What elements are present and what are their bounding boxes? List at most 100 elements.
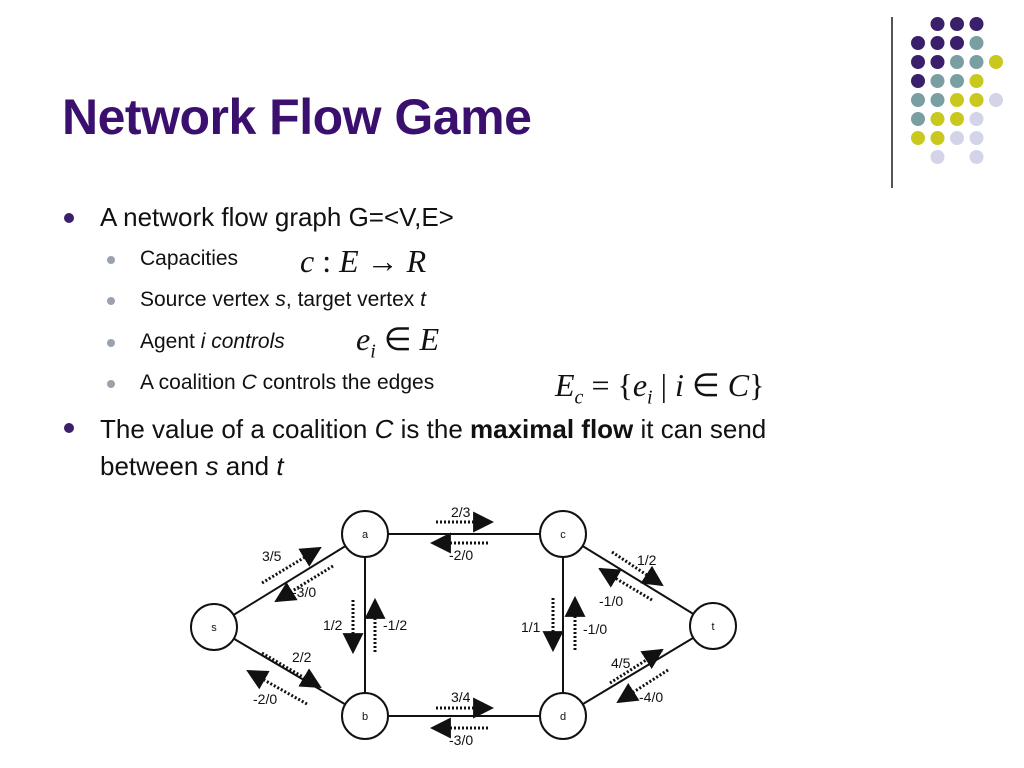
agent-i-controls: i controls: [200, 330, 285, 353]
decorative-dot: [911, 36, 925, 50]
bullet-graph-definition: A network flow graph G=<V,E>: [100, 202, 454, 232]
formula-cap-arrow: →: [358, 243, 407, 279]
sub-bullet-capacities: Capacities: [140, 247, 239, 270]
label-b-d-forward: 3/4: [451, 689, 471, 705]
decorative-dot: [911, 74, 925, 88]
coalition-post: controls the edges: [256, 371, 435, 394]
formula-coal-c: c: [574, 386, 584, 409]
formula-coal-in: ∈: [683, 367, 728, 403]
node-d-label: d: [560, 711, 566, 723]
flow-arrow-c-t-forward: [611, 550, 664, 587]
decorative-dot: [930, 131, 945, 145]
flow-arrow-s-a-forward: [261, 546, 322, 585]
formula-agent-i: i: [370, 340, 376, 363]
decorative-dot: [930, 93, 945, 107]
flow-arrow-d-t-back: [616, 668, 669, 704]
label-s-b-back: -2/0: [253, 691, 277, 707]
flow-arrow-s-b-back: [246, 669, 308, 706]
label-c-t-forward: 1/2: [637, 552, 657, 568]
flow-arrow-s-b-forward: [261, 651, 322, 689]
decorative-dot: [969, 36, 984, 50]
slide-title: Network Flow Game: [62, 89, 532, 145]
node-t-label: t: [711, 621, 714, 633]
decorative-dot: [930, 150, 945, 164]
decorative-dot: [950, 93, 964, 107]
sub-bullet-coalition: A coalition C controls the edges: [140, 371, 434, 395]
formula-cap-R: R: [406, 243, 427, 279]
formula-coal-e: e: [632, 367, 648, 403]
formula-cap-E: E: [339, 243, 359, 279]
decorative-dot: [969, 55, 984, 69]
decorative-dot: [911, 93, 925, 107]
formula-agent: ei ∈ E: [356, 320, 439, 363]
formula-cap-c: c: [300, 243, 315, 279]
coalition-C: C: [241, 371, 257, 394]
node-c: c: [539, 510, 587, 558]
label-a-b-back: -1/2: [383, 617, 407, 633]
decorative-dot: [989, 93, 1003, 107]
formula-capacities: c : E → R: [300, 243, 426, 280]
node-c-label: c: [560, 529, 566, 541]
formula-cap-colon: :: [314, 243, 340, 279]
sub-bullet-icon: [107, 339, 115, 347]
label-b-d-back: -3/0: [449, 732, 473, 748]
decorative-dot: [950, 36, 964, 50]
label-a-c-forward: 2/3: [451, 504, 471, 520]
decorative-dot: [950, 55, 964, 69]
value-and: and: [218, 451, 277, 481]
node-a-label: a: [362, 529, 369, 541]
decorative-dot: [911, 55, 925, 69]
formula-coal-close: }: [749, 367, 765, 403]
bullet-icon: [64, 423, 74, 433]
formula-agent-E: E: [419, 321, 440, 357]
bullet-coalition-value: The value of a coalition C is the maxima…: [100, 411, 920, 485]
value-t: t: [276, 451, 284, 481]
coalition-pre: A coalition: [140, 371, 242, 394]
node-s: s: [190, 603, 238, 651]
source-mid: , target vertex: [285, 288, 421, 311]
decorative-dot: [969, 150, 984, 164]
decorative-dot: [950, 131, 964, 145]
sub-bullet-icon: [107, 256, 115, 264]
decorative-dot: [911, 112, 925, 126]
label-a-c-back: -2/0: [449, 547, 473, 563]
edge-d-t: [562, 625, 714, 717]
vertical-divider: [891, 17, 893, 188]
label-a-b-forward: 1/2: [323, 617, 343, 633]
value-pre: The value of a coalition: [100, 414, 375, 444]
node-b: b: [341, 692, 389, 740]
node-a: a: [341, 510, 389, 558]
label-c-d-back: -1/0: [583, 621, 607, 637]
source-pre: Source vertex: [140, 288, 276, 311]
value-C: C: [374, 414, 394, 444]
edge-s-b: [213, 626, 366, 717]
value-maximal-flow: maximal flow: [470, 414, 634, 444]
decorative-dot: [950, 74, 964, 88]
decorative-dot: [950, 112, 964, 126]
formula-coal-i: i: [647, 386, 653, 409]
sub-bullet-source-target: Source vertex s, target vertex t: [140, 288, 426, 312]
formula-agent-in: ∈: [375, 321, 420, 357]
agent-pre: Agent: [140, 330, 201, 353]
decorative-dot: [950, 17, 964, 31]
node-t: t: [689, 602, 737, 650]
formula-coal-C: C: [727, 367, 750, 403]
flow-arrow-s-a-back: [274, 564, 334, 603]
decorative-dot: [969, 17, 984, 31]
formula-coal-i2: i: [675, 367, 684, 403]
node-b-label: b: [362, 711, 368, 723]
decorative-dot: [969, 93, 984, 107]
decorative-dot: [969, 131, 984, 145]
value-mid: is the: [393, 414, 470, 444]
value-s: s: [205, 451, 219, 481]
value-line2-pre: between: [100, 451, 206, 481]
edge-s-a: [213, 533, 366, 628]
label-c-d-forward: 1/1: [521, 619, 541, 635]
formula-coal-bar: |: [652, 367, 676, 403]
decorative-dot: [911, 131, 925, 145]
decorative-dot: [930, 36, 945, 50]
value-post: it can send: [633, 414, 767, 444]
label-s-a-back: -3/0: [292, 584, 316, 600]
label-s-b-forward: 2/2: [292, 649, 312, 665]
decorative-dot: [969, 112, 984, 126]
